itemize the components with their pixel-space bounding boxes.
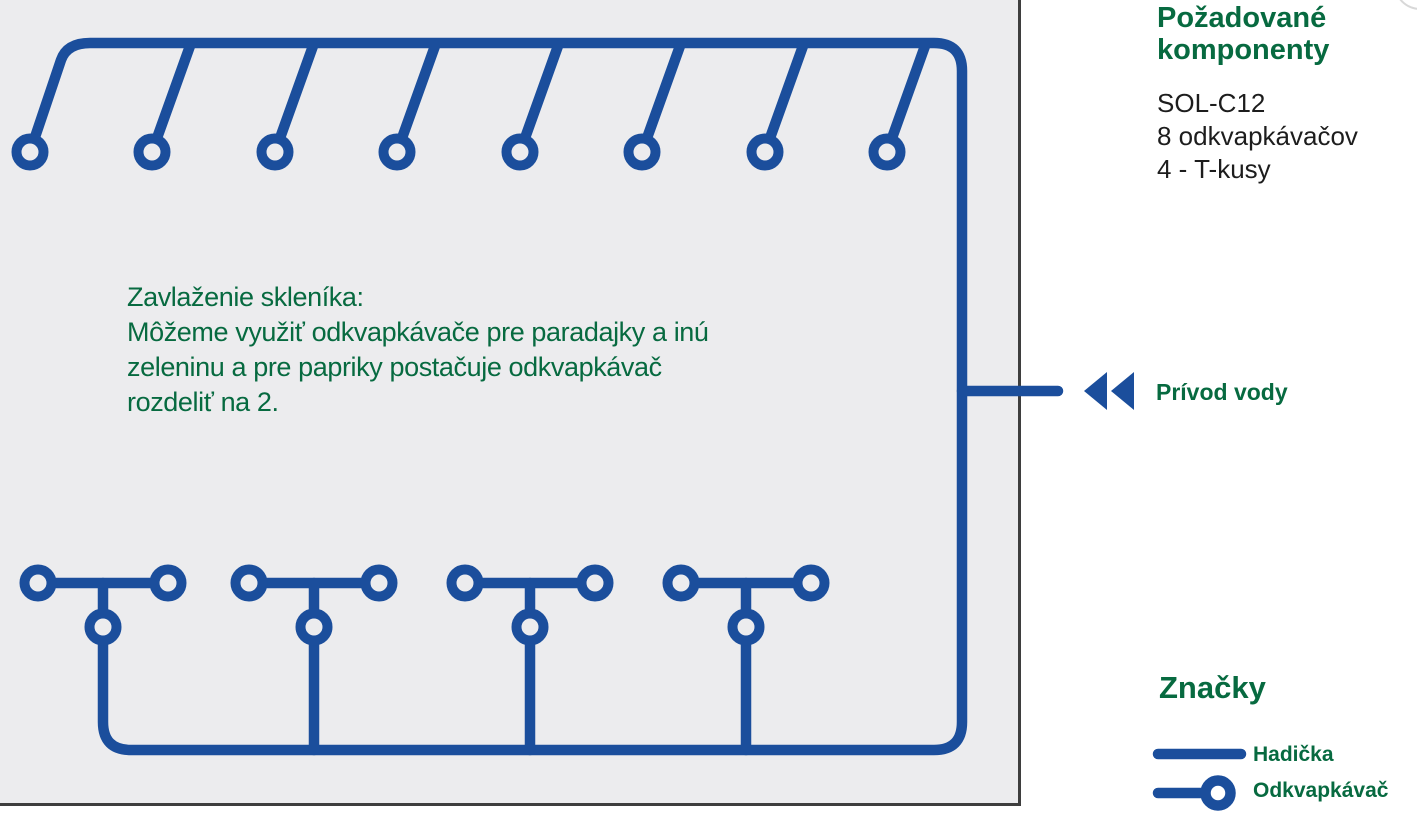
legend-label-hose: Hadička xyxy=(1253,743,1334,766)
component-item-sol-c12: SOL-C12 xyxy=(1157,88,1266,118)
water-supply-icon xyxy=(956,372,1134,410)
top-dripper-feed-lines xyxy=(146,40,931,158)
hose-line-icon xyxy=(1152,748,1247,760)
dripper-icon xyxy=(1152,775,1236,811)
top-dripper-circles xyxy=(11,133,906,171)
left-arrow-icon xyxy=(1111,372,1134,410)
t-piece-lines xyxy=(32,577,817,756)
piping-diagram xyxy=(11,37,968,756)
water-supply-label: Prívod vody xyxy=(1156,379,1288,405)
component-item-drippers: 8 odkvapkávačov xyxy=(1157,121,1358,151)
t-piece-dripper-circles xyxy=(19,564,830,646)
greenhouse-note-text: Zavlaženie skleníka: Môžeme využiť odkva… xyxy=(127,282,709,417)
component-item-t-pieces: 4 - T-kusy xyxy=(1157,154,1271,184)
legend-title: Značky xyxy=(1159,670,1266,705)
decorative-corner-arc xyxy=(1394,0,1417,10)
left-arrow-icon xyxy=(1084,372,1107,410)
legend-label-dripper: Odkvapkávač xyxy=(1253,779,1389,802)
components-panel-title: Požadované komponenty xyxy=(1157,2,1330,66)
greenhouse-area: Zavlaženie skleníka: Môžeme využiť odkva… xyxy=(0,0,1021,806)
main-hose-loop xyxy=(24,37,968,756)
